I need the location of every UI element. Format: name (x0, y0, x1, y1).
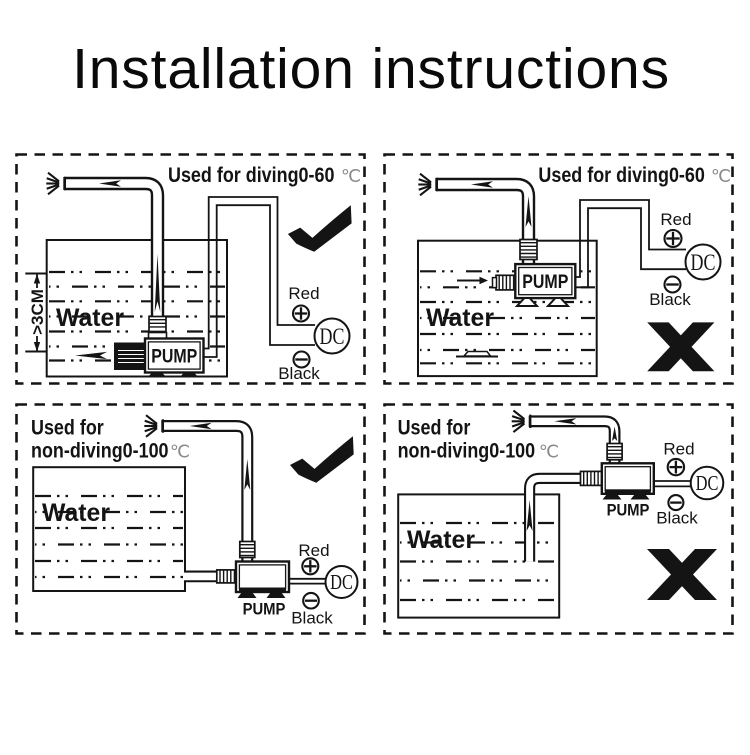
svg-text:DC: DC (691, 251, 716, 276)
svg-text:DC: DC (320, 325, 345, 350)
svg-text:Red: Red (288, 284, 319, 303)
svg-text:Black: Black (291, 609, 333, 628)
svg-text:℃: ℃ (341, 166, 361, 186)
svg-text:DC: DC (696, 472, 719, 495)
svg-text:DC: DC (330, 571, 353, 594)
svg-text:non-diving0-100: non-diving0-100 (398, 439, 536, 463)
svg-text:PUMP: PUMP (243, 601, 286, 619)
svg-text:non-diving0-100: non-diving0-100 (31, 439, 169, 463)
svg-text:Used for: Used for (398, 416, 471, 440)
svg-text:Red: Red (298, 541, 329, 560)
svg-text:Water: Water (56, 305, 124, 332)
svg-text:>3CM: >3CM (28, 289, 47, 335)
svg-text:Red: Red (660, 210, 691, 229)
svg-text:PUMP: PUMP (151, 345, 197, 367)
svg-text:Water: Water (407, 527, 475, 554)
svg-text:℃: ℃ (711, 166, 731, 186)
svg-text:Red: Red (663, 440, 694, 459)
svg-text:℃: ℃ (539, 441, 559, 461)
svg-text:PUMP: PUMP (522, 271, 568, 293)
svg-text:Used for diving0-60: Used for diving0-60 (538, 164, 705, 188)
svg-text:Used for: Used for (31, 416, 104, 440)
svg-text:Water: Water (42, 500, 110, 527)
svg-text:Black: Black (649, 290, 691, 309)
svg-text:℃: ℃ (170, 441, 190, 461)
svg-text:Black: Black (278, 364, 320, 383)
svg-text:PUMP: PUMP (607, 502, 650, 520)
svg-text:Water: Water (426, 305, 494, 332)
svg-text:Used for diving0-60: Used for diving0-60 (168, 164, 335, 188)
svg-text:Installation instructions: Installation instructions (72, 37, 670, 101)
svg-text:Black: Black (656, 509, 698, 528)
